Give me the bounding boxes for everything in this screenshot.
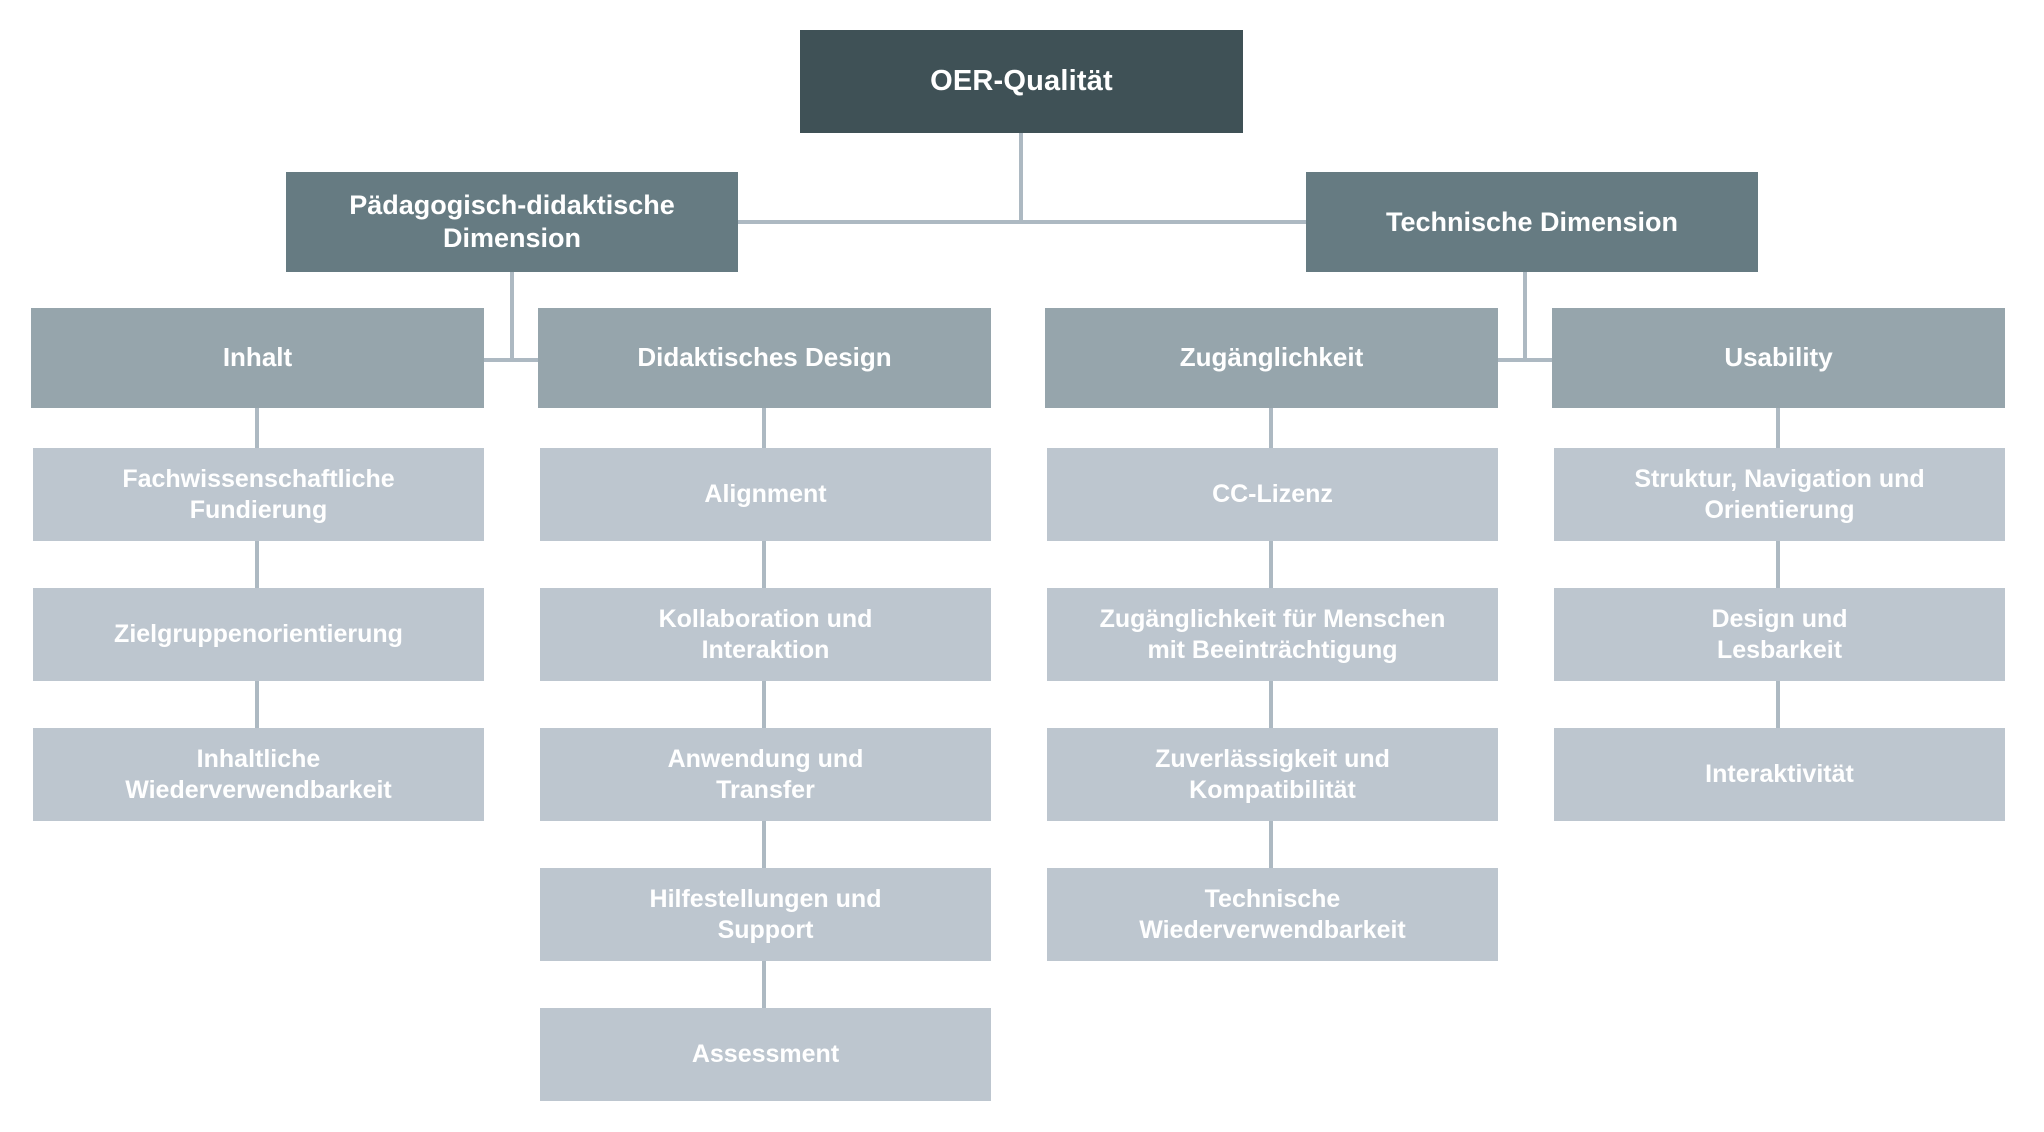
node-leaf-zielgruppenorientierung[interactable]: Zielgruppenorientierung: [33, 588, 484, 681]
node-dimension-technische[interactable]: Technische Dimension: [1306, 172, 1758, 272]
node-leaf-label: Zielgruppenorientierung: [114, 620, 403, 649]
connector-technical-category-bus: [1270, 358, 1783, 362]
connector-pedagogic-category-bus: [256, 358, 769, 362]
node-dimension-label: Technische Dimension: [1385, 206, 1679, 237]
node-leaf-label: Design und Lesbarkeit: [1711, 605, 1848, 664]
node-leaf-label: Zugänglichkeit für Menschen mit Beeinträ…: [1099, 605, 1446, 664]
node-root-label: OER-Qualität: [930, 64, 1113, 97]
node-category-inhalt[interactable]: Inhalt: [31, 308, 484, 408]
node-leaf-label: CC-Lizenz: [1212, 480, 1333, 509]
node-leaf-alignment[interactable]: Alignment: [540, 448, 991, 541]
node-dimension-label: Pädagogisch-didaktische Dimension: [349, 190, 675, 253]
node-leaf-label: Hilfestellungen und Support: [649, 885, 882, 944]
node-leaf-anwendung-und-transfer[interactable]: Anwendung und Transfer: [540, 728, 991, 821]
node-leaf-fachwissenschaftliche-fundierung[interactable]: Fachwissenschaftliche Fundierung: [33, 448, 484, 541]
node-category-didaktisches-design[interactable]: Didaktisches Design: [538, 308, 991, 408]
connector-pedagogic-dimension-vertical: [510, 272, 514, 362]
node-leaf-label: Technische Wiederverwendbarkeit: [1139, 885, 1406, 944]
node-leaf-cc-lizenz[interactable]: CC-Lizenz: [1047, 448, 1498, 541]
node-category-zugaenglichkeit[interactable]: Zugänglichkeit: [1045, 308, 1498, 408]
node-leaf-label: Alignment: [704, 480, 827, 509]
node-leaf-label: Zuverlässigkeit und Kompatibilität: [1155, 745, 1390, 804]
node-leaf-interaktivitaet[interactable]: Interaktivität: [1554, 728, 2005, 821]
node-leaf-kollaboration-und-interaktion[interactable]: Kollaboration und Interaktion: [540, 588, 991, 681]
connector-technical-dimension-vertical: [1523, 272, 1527, 362]
node-leaf-label: Kollaboration und Interaktion: [658, 605, 873, 664]
node-leaf-hilfestellungen-und-support[interactable]: Hilfestellungen und Support: [540, 868, 991, 961]
node-category-label: Inhalt: [222, 342, 293, 373]
connector-root-vertical: [1019, 133, 1023, 222]
node-leaf-assessment[interactable]: Assessment: [540, 1008, 991, 1101]
node-leaf-zugaenglichkeit-fuer-menschen-mit-beeintraechtigung[interactable]: Zugänglichkeit für Menschen mit Beeinträ…: [1047, 588, 1498, 681]
node-root-oer-qualitaet[interactable]: OER-Qualität: [800, 30, 1243, 133]
node-dimension-paedagogisch-didaktische[interactable]: Pädagogisch-didaktische Dimension: [286, 172, 738, 272]
node-leaf-inhaltliche-wiederverwendbarkeit[interactable]: Inhaltliche Wiederverwendbarkeit: [33, 728, 484, 821]
node-leaf-struktur-navigation-und-orientierung[interactable]: Struktur, Navigation und Orientierung: [1554, 448, 2005, 541]
node-leaf-label: Assessment: [691, 1040, 840, 1069]
node-leaf-label: Anwendung und Transfer: [667, 745, 864, 804]
node-category-label: Usability: [1724, 342, 1833, 373]
node-category-label: Didaktisches Design: [637, 342, 892, 373]
node-leaf-label: Inhaltliche Wiederverwendbarkeit: [125, 745, 392, 804]
node-category-label: Zugänglichkeit: [1179, 342, 1364, 373]
node-leaf-technische-wiederverwendbarkeit[interactable]: Technische Wiederverwendbarkeit: [1047, 868, 1498, 961]
node-leaf-label: Fachwissenschaftliche Fundierung: [122, 465, 395, 524]
node-leaf-zuverlaessigkeit-und-kompatibilitaet[interactable]: Zuverlässigkeit und Kompatibilität: [1047, 728, 1498, 821]
node-leaf-design-und-lesbarkeit[interactable]: Design und Lesbarkeit: [1554, 588, 2005, 681]
node-category-usability[interactable]: Usability: [1552, 308, 2005, 408]
node-leaf-label: Struktur, Navigation und Orientierung: [1634, 465, 1925, 524]
connector-dimension-bus: [737, 220, 1307, 224]
node-leaf-label: Interaktivität: [1705, 760, 1854, 789]
